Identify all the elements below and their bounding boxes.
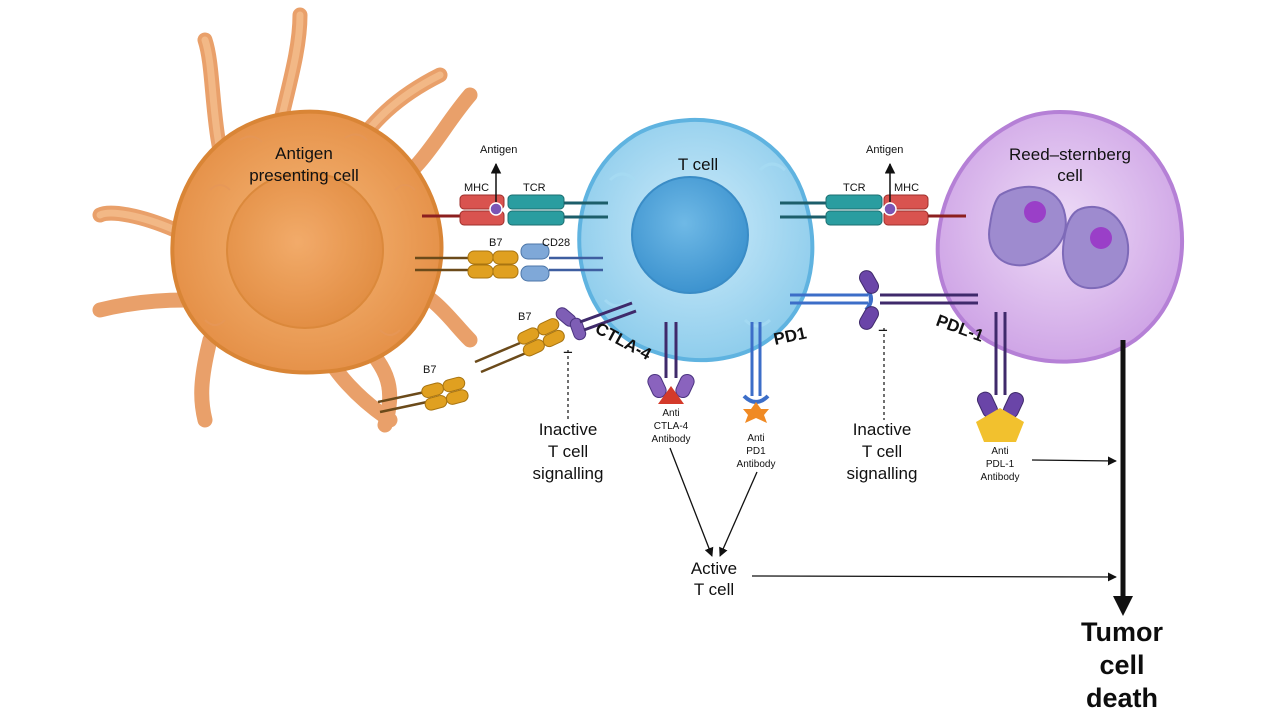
reed-sternberg-cell [935,109,1185,364]
anti-pdl1-line2: PDL-1 [986,459,1015,470]
t-cell-nucleus [631,176,749,294]
nucleolus-left [1024,201,1046,223]
outcome-line1: Tumor [1081,617,1163,647]
outcome-line2: cell [1099,650,1144,680]
cd28-block [520,243,550,260]
b7-unbound-complex [377,376,469,414]
pd1-pdl1-complex [790,270,978,420]
ctla4-receptor [555,301,637,341]
outcome-line3: death [1086,683,1158,713]
cd28-label: CD28 [542,237,570,249]
inhibit-symbol-right: − [878,321,888,340]
arrow-active-to-death [751,572,1117,582]
inactive-right-line2: T cell [862,442,902,461]
anti-ctla4-tip [658,386,684,404]
anti-ctla4-line3: Antibody [652,434,691,445]
tcr-left-block [507,194,565,210]
tcr-left-label: TCR [523,182,546,194]
anti-pdl1-tip [976,408,1024,442]
inactive-right-line1: Inactive [853,420,912,439]
anti-pd1-antibody [742,322,770,423]
apc-label-line2: presenting cell [249,166,359,185]
b7-top-block [467,250,494,265]
apc-label-line1: Antigen [275,144,333,163]
anti-pd1-line1: Anti [747,433,764,444]
inactive-left-line2: T cell [548,442,588,461]
anti-ctla4-antibody [647,322,695,404]
b7-cd28-complex [415,243,603,282]
active-line1: Active [691,559,737,578]
apc-nucleus [226,171,384,329]
anti-pd1-line2: PD1 [746,446,766,457]
right-tcr-mhc-complex [780,162,966,226]
anti-pd1-line3: Antibody [737,459,776,470]
antigen-left-peptide [489,202,503,216]
b7-ctla4-complex [474,301,637,420]
inhibit-symbol-left: − [563,343,573,362]
antigen-right-peptide [883,202,897,216]
t-cell [577,117,815,363]
reed-sternberg-nucleus-left [988,185,1067,267]
anti-pdl1-antibody [976,312,1024,442]
reed-sternberg-label-line2: cell [1057,166,1083,185]
tcr-right-block [825,194,883,210]
reed-sternberg-label-line1: Reed–sternberg [1009,145,1131,164]
anti-ctla4-line2: CTLA-4 [654,421,689,432]
antigen-left-label: Antigen [480,144,517,156]
inactive-right-line3: signalling [847,464,918,483]
nucleolus-right [1090,227,1112,249]
anti-pdl1-line1: Anti [991,446,1008,457]
tcr-right-label: TCR [843,182,866,194]
mhc-right-label: MHC [894,182,919,194]
arrow-anti-pdl1-to-death [1031,456,1117,466]
t-cell-label: T cell [678,155,718,174]
b7-top-label: B7 [489,237,502,249]
b7-mid-label: B7 [518,311,531,323]
anti-ctla4-line1: Anti [662,408,679,419]
b7-low-label: B7 [423,364,436,376]
antigen-presenting-cell [92,7,478,433]
inactive-left-line3: signalling [533,464,604,483]
left-mhc-tcr-complex [422,162,608,226]
anti-pd1-tip [743,402,769,423]
arrow-anti-pd1-to-active [719,471,758,557]
anti-pdl1-line3: Antibody [981,472,1020,483]
mhc-left-label: MHC [464,182,489,194]
active-line2: T cell [694,580,734,599]
inactive-left-line1: Inactive [539,420,598,439]
arrow-anti-ctla4-to-active [669,447,714,557]
antigen-right-label: Antigen [866,144,903,156]
